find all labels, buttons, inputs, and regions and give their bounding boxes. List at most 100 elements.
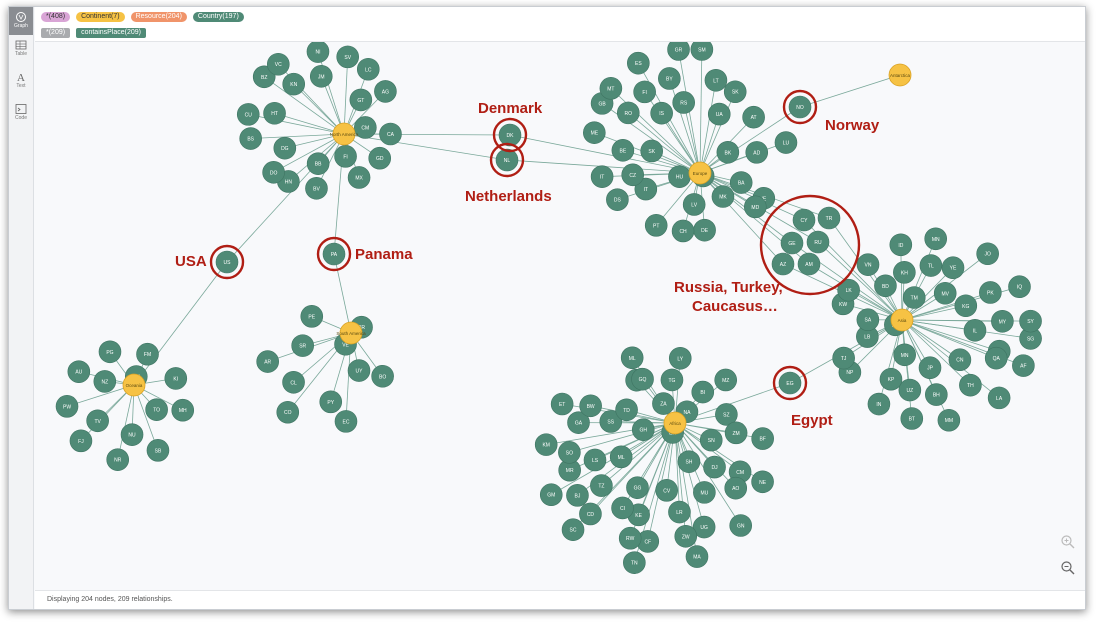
country-node[interactable]: CY (792, 208, 816, 232)
country-node[interactable]: FM (136, 342, 159, 366)
country-node[interactable]: BY (658, 67, 681, 90)
country-node[interactable]: NI (306, 42, 330, 63)
country-node[interactable]: MV (933, 281, 957, 305)
country-node[interactable]: US (215, 250, 239, 274)
country-node[interactable]: TO (145, 398, 168, 421)
country-node[interactable]: HU (668, 165, 691, 188)
rel-type-containsplace-pill[interactable]: containsPlace(209) (76, 28, 147, 38)
country-node[interactable]: TR (817, 206, 841, 230)
country-node[interactable]: NU (120, 423, 144, 446)
country-node[interactable]: MY (991, 309, 1014, 333)
country-node[interactable]: TZ (590, 474, 613, 497)
country-node[interactable]: MX (347, 166, 371, 189)
country-node[interactable]: SG (1019, 327, 1042, 350)
country-node[interactable]: BB (306, 152, 330, 175)
country-node[interactable]: AR (256, 350, 279, 373)
country-node[interactable]: BA (729, 171, 753, 194)
text-view-button[interactable]: A Text (9, 71, 33, 99)
country-node[interactable]: DJ (703, 455, 726, 479)
country-node[interactable]: MN (924, 227, 948, 251)
country-node[interactable]: JM (309, 65, 333, 88)
rel-type-all-pill[interactable]: *(209) (41, 28, 71, 38)
country-node[interactable]: NO (788, 95, 812, 119)
country-node[interactable]: FJ (69, 429, 93, 453)
country-node[interactable]: SB (146, 439, 170, 462)
country-node[interactable]: AU (67, 360, 91, 383)
country-node[interactable]: KN (282, 72, 306, 96)
country-node[interactable]: PT (644, 214, 668, 237)
country-node[interactable]: JO (976, 242, 999, 266)
country-node[interactable]: TD (615, 398, 638, 422)
country-node[interactable]: AO (724, 476, 748, 500)
country-node[interactable]: BI (691, 380, 715, 404)
country-node[interactable]: RW (618, 526, 642, 550)
country-node[interactable]: CU (236, 103, 260, 126)
country-node[interactable]: PG (98, 340, 122, 364)
country-node[interactable]: CA (379, 122, 402, 146)
country-node[interactable]: FI (633, 80, 656, 104)
country-node[interactable]: BJ (566, 484, 589, 507)
country-node[interactable]: SH (677, 450, 701, 473)
country-node[interactable]: LS (583, 448, 607, 472)
country-node[interactable]: GG (626, 476, 649, 499)
country-node[interactable]: AM (797, 252, 821, 276)
country-node[interactable]: CH (671, 219, 695, 243)
country-node[interactable]: PK (979, 281, 1002, 304)
country-node[interactable]: FI (334, 145, 357, 168)
country-node[interactable]: HT (263, 101, 286, 125)
country-node[interactable]: GM (539, 483, 563, 507)
country-node[interactable]: NL (495, 148, 519, 172)
country-node[interactable]: DE (693, 218, 716, 242)
country-node[interactable]: IS (650, 101, 673, 125)
country-node[interactable]: KH (893, 261, 916, 284)
country-node[interactable]: BT (900, 407, 924, 430)
country-node[interactable]: LU (774, 131, 798, 154)
country-node[interactable]: MN (893, 343, 916, 367)
country-node[interactable]: GH (631, 418, 655, 441)
country-node[interactable]: CZ (621, 163, 645, 187)
country-node[interactable]: IL (963, 319, 987, 342)
graph-svg[interactable]: CMFIBBDGHTKNJMGTCAGDMXBVHNDOBSCUBZVCNISV… (35, 42, 1085, 592)
continent-node[interactable]: North America (330, 122, 359, 146)
country-node[interactable]: NE (751, 470, 774, 494)
continent-node[interactable]: Antarctica (888, 63, 912, 87)
country-node[interactable]: EC (334, 410, 358, 433)
country-node[interactable]: SO (558, 441, 581, 464)
country-node[interactable]: MU (693, 481, 716, 504)
country-node[interactable]: KI (164, 367, 188, 390)
continent-node[interactable]: Europe (688, 161, 712, 185)
country-node[interactable]: LY (668, 346, 692, 370)
country-node[interactable]: MH (171, 398, 195, 422)
country-node[interactable]: KM (534, 433, 558, 456)
country-node[interactable]: UY (347, 359, 371, 382)
country-node[interactable]: GT (349, 88, 373, 112)
country-node[interactable]: UZ (898, 378, 922, 402)
country-node[interactable]: GD (368, 146, 392, 170)
continent-node[interactable]: Asia (890, 308, 914, 332)
country-node[interactable]: UA (707, 102, 731, 126)
country-node[interactable]: BE (611, 139, 635, 162)
table-view-button[interactable]: Table (9, 39, 33, 67)
country-node[interactable]: LV (682, 193, 706, 216)
country-node[interactable]: AT (742, 105, 765, 129)
country-node[interactable]: TM (902, 286, 926, 309)
country-node[interactable]: LR (668, 500, 691, 524)
country-node[interactable]: BH (925, 383, 948, 406)
country-node[interactable]: LC (356, 57, 380, 81)
country-node[interactable]: MK (711, 185, 735, 208)
country-node[interactable]: IT (634, 177, 658, 201)
country-node[interactable]: BD (874, 274, 897, 298)
country-node[interactable]: RU (806, 230, 830, 254)
node-label-country-pill[interactable]: Country(197) (192, 12, 244, 22)
country-node[interactable]: UG (692, 515, 716, 539)
country-node[interactable]: QA (984, 346, 1008, 370)
country-node[interactable]: CL (282, 370, 305, 394)
country-node[interactable]: MZ (714, 368, 738, 392)
continent-node[interactable]: Africa (663, 411, 687, 435)
country-node[interactable]: BS (239, 127, 262, 150)
country-node[interactable]: DS (606, 188, 629, 211)
country-node[interactable]: SV (336, 45, 360, 69)
country-node[interactable]: RO (616, 101, 640, 125)
country-node[interactable]: PA (322, 242, 346, 266)
